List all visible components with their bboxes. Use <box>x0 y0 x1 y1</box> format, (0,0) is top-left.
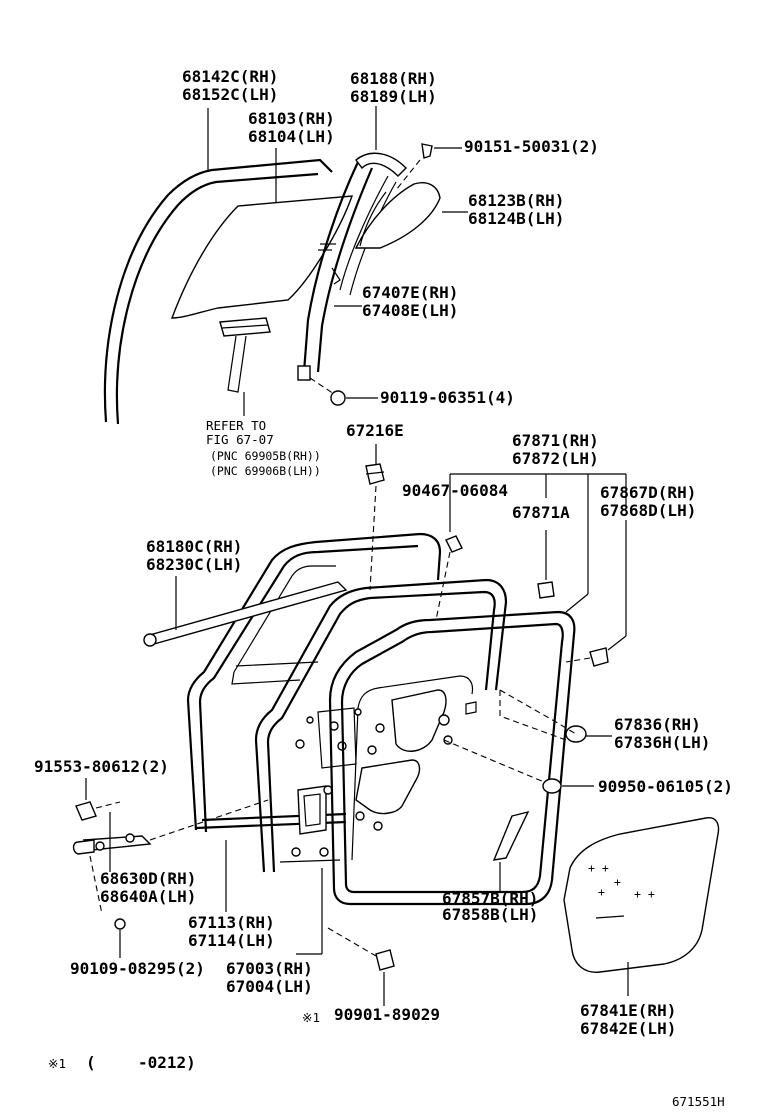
screw-90119 <box>309 377 378 406</box>
clip-67216E <box>365 444 385 591</box>
belt-weatherstrip <box>143 576 348 647</box>
door-trim-board: + + + + + + <box>563 817 720 996</box>
label-67871A: 67871A <box>512 503 570 522</box>
label-90119: 90119-06351(4) <box>380 388 515 407</box>
label-68230C: 68230C(LH) <box>146 555 242 574</box>
label-67871: 67871(RH) <box>512 431 599 450</box>
label-68189: 68189(LH) <box>350 87 437 106</box>
footnote-mark: ※1 <box>48 1056 66 1071</box>
label-67842E: 67842E(LH) <box>580 1019 676 1038</box>
label-68152C: 68152C(LH) <box>182 85 278 104</box>
screw-90151 <box>395 143 462 191</box>
label-68103: 68103(RH) <box>248 109 335 128</box>
quarter-glass <box>354 182 441 249</box>
label-68630D: 68630D(RH) <box>100 869 196 888</box>
label-67113: 67113(RH) <box>188 913 275 932</box>
label-68180C: 68180C(RH) <box>146 537 242 556</box>
label-90467: 90467-06084 <box>402 481 508 500</box>
label-91553: 91553-80612(2) <box>34 757 169 776</box>
label-67858B: 67858B(LH) <box>442 905 538 924</box>
label-68124B: 68124B(LH) <box>468 209 564 228</box>
refer-line-2: FIG 67-07 <box>206 432 274 447</box>
label-67857B: 67857B(RH) <box>442 889 538 908</box>
label-68640A: 68640A(LH) <box>100 887 196 906</box>
label-68123B: 68123B(RH) <box>468 191 564 210</box>
figure-number: 671551H <box>672 1094 725 1109</box>
leaders-upper <box>207 106 468 416</box>
svg-text:+: + <box>614 875 621 889</box>
service-hole-cover <box>492 810 530 892</box>
bolt-91553 <box>75 778 121 821</box>
hole-plug-67836 <box>499 689 612 743</box>
clip-67867D <box>565 647 609 667</box>
svg-text:+: + <box>598 885 605 899</box>
inner-panel <box>351 675 477 861</box>
plug-90950 <box>443 739 594 794</box>
label-67408E: 67408E(LH) <box>362 301 458 320</box>
label-67867D: 67867D(RH) <box>600 483 696 502</box>
label-67004: 67004(LH) <box>226 977 313 996</box>
door-hinge <box>72 799 269 915</box>
label-90901: 90901-89029 <box>334 1005 440 1024</box>
bolt-90109 <box>114 918 126 958</box>
svg-text:+ +: + + <box>634 887 655 901</box>
glass-channel <box>219 317 271 393</box>
label-67216E: 67216E <box>346 421 404 440</box>
refer-line-3: (PNC 69905B(RH)) <box>210 449 321 463</box>
window-run-channel <box>103 158 333 425</box>
label-67836H: 67836H(LH) <box>614 733 710 752</box>
clip-67871A <box>537 530 555 599</box>
clip-90467 <box>435 535 463 621</box>
door-inner-frame <box>254 578 508 873</box>
leaders-weatherstrip <box>449 473 627 651</box>
label-90109: 90109-08295(2) <box>70 959 205 978</box>
label-68142C: 68142C(RH) <box>182 67 278 86</box>
svg-text:+ +: + + <box>588 861 609 875</box>
division-bar <box>297 152 407 381</box>
label-68188: 68188(RH) <box>350 69 437 88</box>
door-panel <box>186 532 442 833</box>
label-90901-mark: ※1 <box>302 1010 320 1025</box>
footnote-text: -0212) <box>138 1053 196 1072</box>
label-90950: 90950-06105(2) <box>598 777 733 796</box>
label-67872: 67872(LH) <box>512 449 599 468</box>
label-67114: 67114(LH) <box>188 931 275 950</box>
label-67841E: 67841E(RH) <box>580 1001 676 1020</box>
refer-line-4: (PNC 69906B(LH)) <box>210 464 321 478</box>
label-67868D: 67868D(LH) <box>600 501 696 520</box>
label-67407E: 67407E(RH) <box>362 283 458 302</box>
part-labels: 68142C(RH) 68152C(LH) 68188(RH) 68189(LH… <box>34 67 733 1109</box>
refer-line-1: REFER TO <box>206 418 266 433</box>
label-68104: 68104(LH) <box>248 127 335 146</box>
grommet-90901 <box>327 927 395 1006</box>
door-weatherstrip <box>328 610 576 906</box>
label-67003: 67003(RH) <box>226 959 313 978</box>
label-67836: 67836(RH) <box>614 715 701 734</box>
leaders-lower <box>225 840 323 955</box>
footnote-paren: ( <box>86 1053 96 1072</box>
label-90151: 90151-50031(2) <box>464 137 599 156</box>
door-glass <box>170 195 354 319</box>
